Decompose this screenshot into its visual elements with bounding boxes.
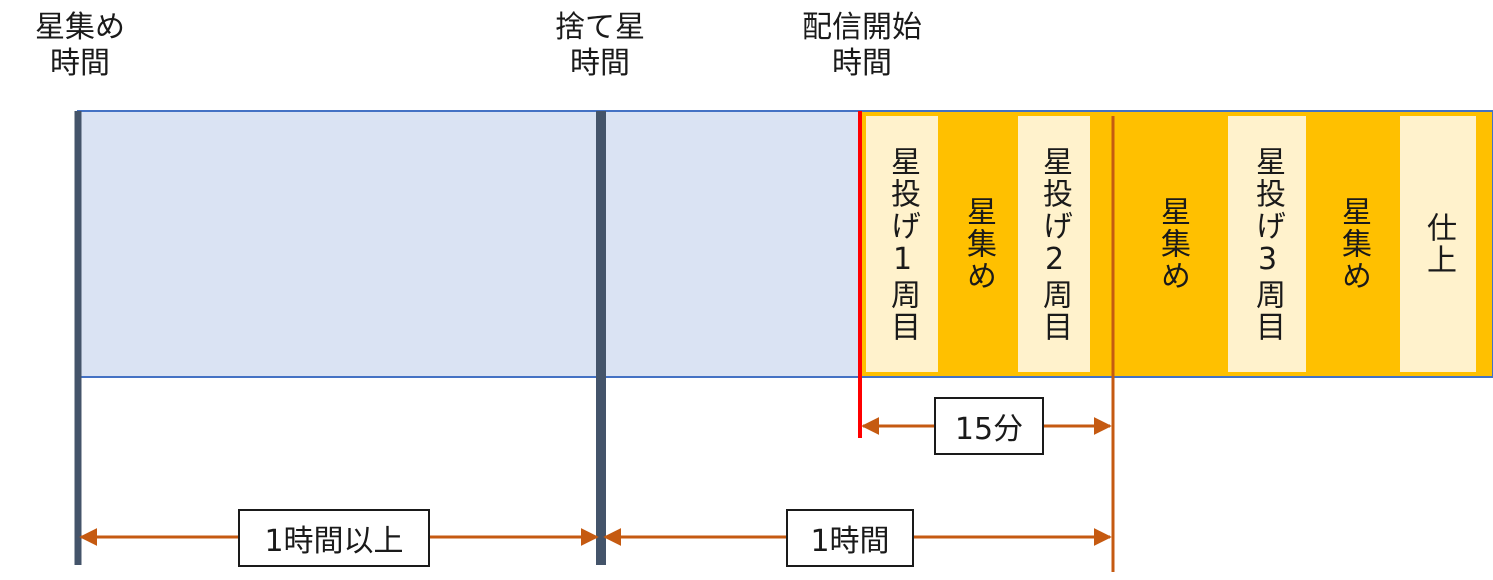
segment-label: 星投げ2周目 xyxy=(1037,145,1072,343)
duration-15min-label: 15分 xyxy=(934,397,1044,455)
duration-1h-plus-label: 1時間以上 xyxy=(238,509,430,567)
segment-collect-1: 星集め xyxy=(938,116,1018,372)
segment-label: 仕上 xyxy=(1421,212,1456,276)
pre-stream-bar xyxy=(78,111,860,377)
duration-1h-label: 1時間 xyxy=(786,509,914,567)
stream-bar xyxy=(860,111,1493,377)
segment-collect-3: 星集め xyxy=(1306,116,1400,372)
segment-throw-2: 星投げ2周目 xyxy=(1018,116,1090,372)
segment-collect-2: 星集め xyxy=(1116,116,1228,372)
segment-label: 星集め xyxy=(1155,196,1190,292)
discard-time-header: 捨て星 時間 xyxy=(555,10,645,81)
segment-throw-1: 星投げ1周目 xyxy=(866,116,938,372)
segment-label: 星投げ1周目 xyxy=(885,145,920,343)
segment-label: 星投げ3周目 xyxy=(1250,145,1285,343)
stream-start-header: 配信開始 時間 xyxy=(802,10,922,81)
segment-throw-3: 星投げ3周目 xyxy=(1228,116,1306,372)
segment-label: 星集め xyxy=(1336,196,1371,292)
collect-time-header: 星集め 時間 xyxy=(35,10,125,81)
segment-label: 星集め xyxy=(961,196,996,292)
segment-finish: 仕上 xyxy=(1400,116,1476,372)
